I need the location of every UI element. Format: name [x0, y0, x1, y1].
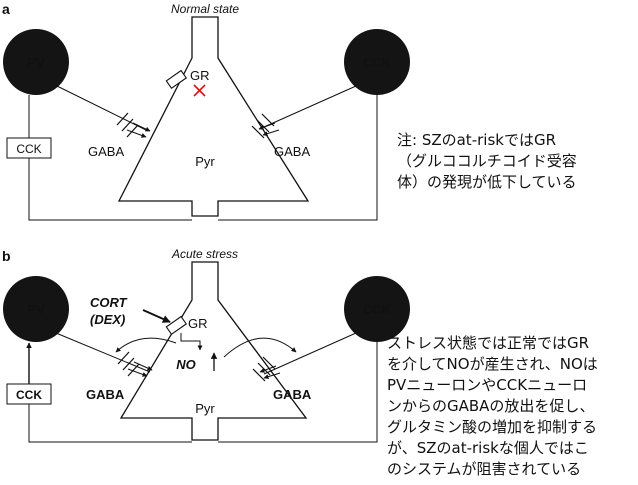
note-panel-b: ストレス状態では正常ではGR を介してNOが産生され、NOは PVニューロンやC… [387, 333, 598, 480]
note-a-line: （グルココルチコイド受容 [397, 152, 577, 170]
pyramidal-neuron-a [117, 16, 310, 217]
cck-axon-a [263, 85, 357, 128]
cck-box-label-b: CCK [16, 388, 42, 402]
gaba-label-right-b: GABA [273, 387, 312, 402]
gaba-arrow-left-b [133, 361, 153, 371]
no-arc-right [223, 337, 297, 358]
panel-b-title: Acute stress [171, 247, 238, 261]
gaba-arrow-right-b [259, 365, 277, 373]
gaba-arrow-right-a [258, 122, 276, 130]
note-b-line: PVニューロンやCCKニューロ [387, 376, 588, 394]
cck-label-a: CCK [363, 55, 392, 70]
panel-a-title: Normal state [171, 2, 239, 16]
gaba-arrow-right-b-2 [263, 372, 281, 380]
gr-label-a: GR [190, 68, 210, 83]
feedback-loop-a [28, 95, 378, 221]
pyr-label-b: Pyr [195, 401, 215, 416]
note-a-line: 注: SZのat-riskではGR [397, 131, 556, 149]
pyr-label-a: Pyr [195, 154, 215, 169]
cck-neuron-a [344, 29, 410, 95]
panel-b-letter: b [2, 248, 11, 264]
gaba-arrow-right-a-2 [262, 129, 280, 137]
pyramidal-neuron-b [119, 261, 308, 441]
note-a-line: 体）の発現が低下している [397, 173, 577, 191]
synapse-left-b [117, 351, 140, 377]
panel-b: b Acute stress PV CCK GABA GABA [2, 247, 410, 443]
note-panel-a: 注: SZのat-riskではGR （グルココルチコイド受容 体）の発現が低下し… [397, 130, 577, 193]
cck-neuron-b [344, 276, 410, 342]
feedback-loop-b [28, 342, 378, 443]
note-b-line: グルタミン酸の増加を抑制する [387, 418, 598, 436]
panel-a-letter: a [2, 1, 10, 17]
note-b-line: ンからのGABAの放出を促し、 [387, 397, 595, 415]
gr-label-b: GR [188, 316, 208, 331]
cck-label-b: CCK [363, 302, 392, 317]
pv-neuron-b [3, 276, 69, 342]
gaba-label-right-a: GABA [274, 144, 310, 159]
note-b-line: のシステムが阻害されている [387, 460, 582, 478]
cort-label: CORT [90, 295, 128, 310]
note-b-line: を介してNOが産生され、NOは [387, 355, 598, 373]
cck-box-label-a: CCK [16, 142, 41, 156]
gaba-label-left-a: GABA [88, 144, 124, 159]
note-b-line: ストレス状態では正常ではGR [387, 334, 590, 352]
gaba-arrow-left-a [132, 122, 151, 132]
note-b-line: が、SZのat-riskな個人ではこ [387, 439, 589, 457]
cort-arrow [142, 309, 171, 323]
gaba-arrow-left-b-2 [127, 368, 148, 377]
gr-receptor-b [165, 315, 188, 336]
gr-to-no-line [180, 333, 203, 351]
panel-a: a Normal state PV CCK GABA GABA [2, 1, 410, 221]
pv-axon-b [55, 332, 151, 373]
no-label: NO [176, 357, 196, 372]
gr-receptor-a [165, 69, 188, 90]
gaba-arrow-left-a-2 [126, 129, 147, 138]
gaba-label-left-b: GABA [86, 387, 125, 402]
gr-absent-cross-icon [193, 84, 206, 97]
pv-label-b: PV [27, 302, 45, 317]
pv-neuron-a [3, 29, 69, 95]
dex-label: (DEX) [90, 312, 125, 327]
no-arc-left [115, 337, 177, 353]
cck-axon-b [263, 332, 357, 375]
pv-axon-a [54, 84, 149, 132]
synapse-left-a [116, 112, 139, 138]
pv-label-a: PV [27, 55, 45, 70]
